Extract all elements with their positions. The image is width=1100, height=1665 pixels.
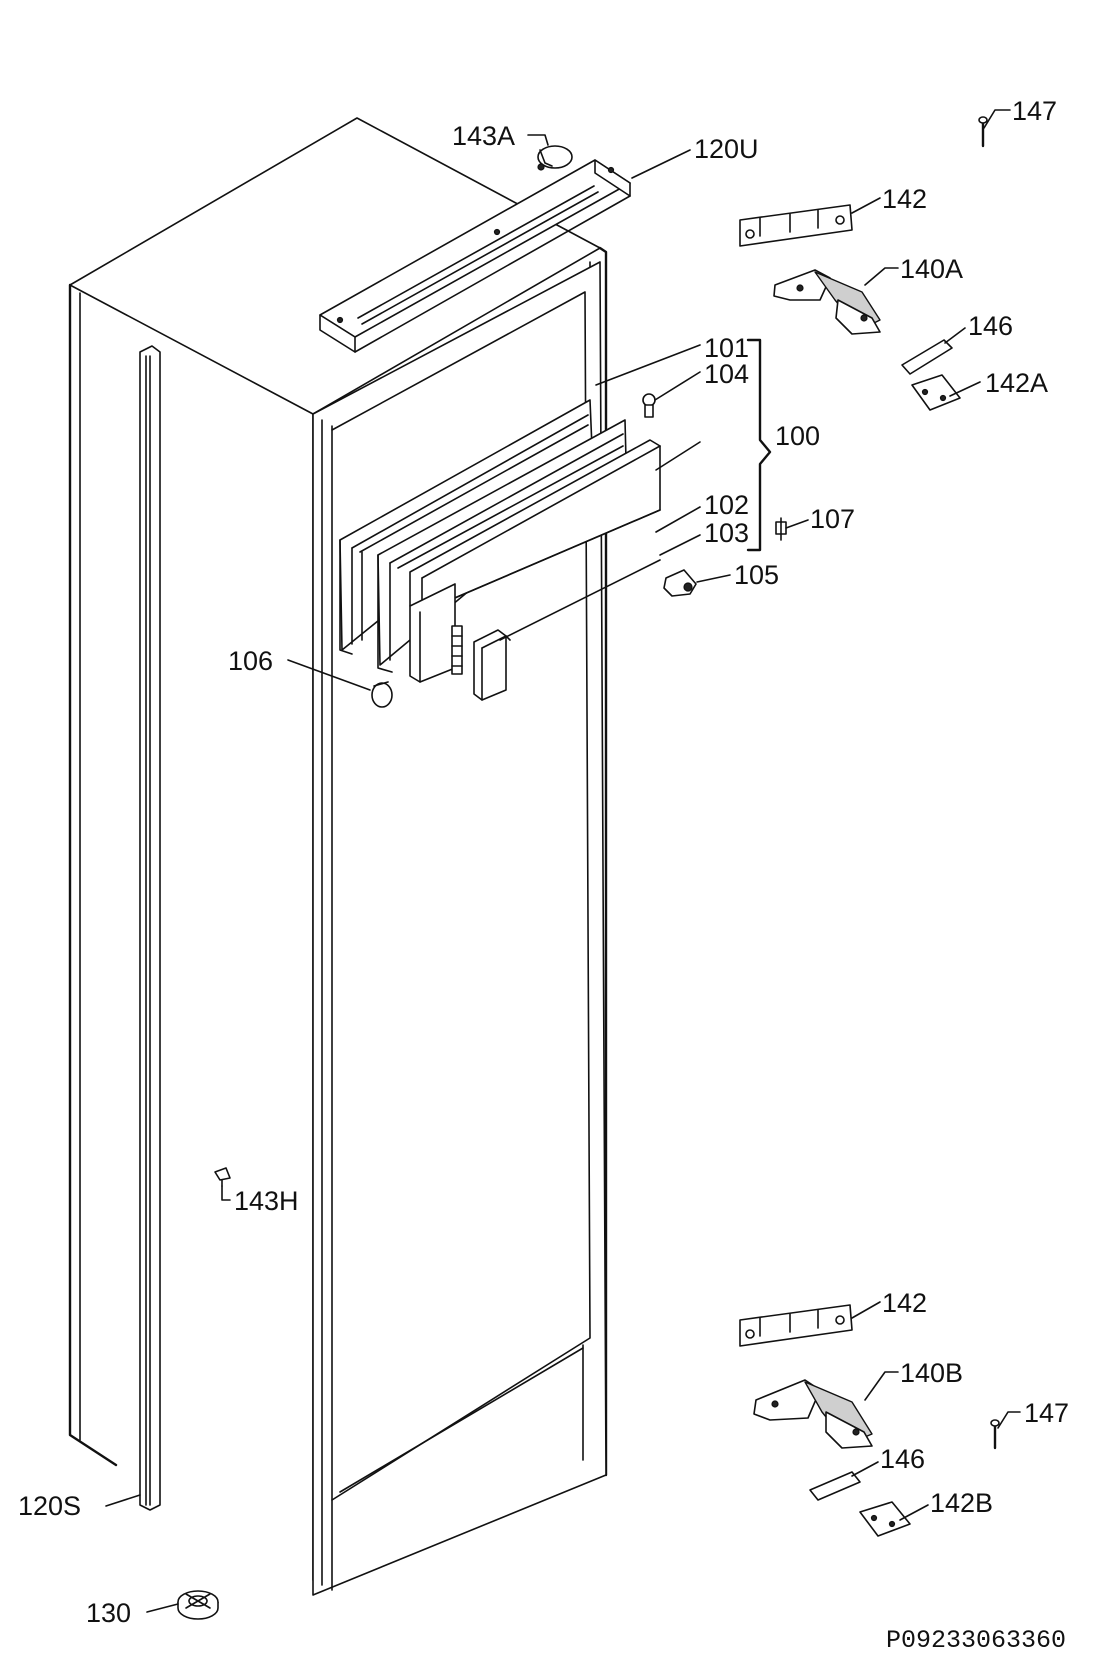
foot-130: [177, 1590, 219, 1620]
upper-hinge-group: [739, 116, 988, 411]
part-107: [775, 517, 787, 541]
label-142-bottom: 142: [882, 1288, 927, 1318]
top-rail-120u: [319, 159, 631, 353]
label-140b: 140B: [900, 1358, 963, 1388]
part-labels: 147 143A 120U 142 140A 146 142A 101 104 …: [18, 96, 1069, 1655]
label-120u: 120U: [694, 134, 759, 164]
part-105: [663, 569, 697, 597]
label-130: 130: [86, 1598, 131, 1628]
label-140a: 140A: [900, 254, 963, 284]
label-146-top: 146: [968, 311, 1013, 341]
label-143a: 143A: [452, 121, 515, 151]
label-120s: 120S: [18, 1491, 81, 1521]
label-142b: 142B: [930, 1488, 993, 1518]
label-142-top: 142: [882, 184, 927, 214]
label-106: 106: [228, 646, 273, 676]
part-143a: [537, 145, 573, 171]
label-105: 105: [734, 560, 779, 590]
label-107: 107: [810, 504, 855, 534]
label-142a: 142A: [985, 368, 1048, 398]
label-147-top: 147: [1012, 96, 1057, 126]
label-104: 104: [704, 359, 749, 389]
leader-lines: [105, 109, 1021, 1613]
drawing-code: P09233063360: [886, 1626, 1066, 1655]
part-104: [642, 393, 656, 418]
side-trim-120s: [139, 345, 161, 1511]
label-100: 100: [775, 421, 820, 451]
lower-hinge-group: [739, 1304, 1000, 1537]
label-103: 103: [704, 518, 749, 548]
part-106: [371, 681, 393, 708]
part-143h: [214, 1167, 231, 1187]
label-102: 102: [704, 490, 749, 520]
door-panel-assembly: [339, 399, 661, 701]
label-143h: 143H: [234, 1186, 299, 1216]
label-147-bottom: 147: [1024, 1398, 1069, 1428]
label-146-bottom: 146: [880, 1444, 925, 1474]
label-101: 101: [704, 333, 749, 363]
